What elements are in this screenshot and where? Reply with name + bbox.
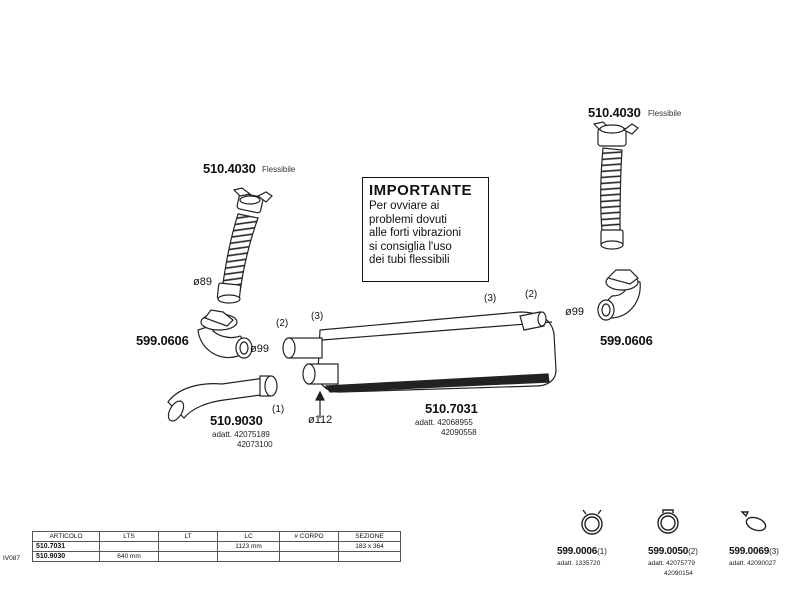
clamp-icon-0006 bbox=[581, 509, 603, 535]
clamp-left-code: 599.0606 bbox=[136, 333, 189, 348]
table-row: 510.9030 640 mm bbox=[32, 551, 401, 562]
clamp-right-code: 599.0606 bbox=[600, 333, 653, 348]
cell bbox=[338, 551, 401, 562]
clamp-code: 599.0050 bbox=[648, 546, 689, 557]
silencer-adatt-2: 42090558 bbox=[441, 428, 477, 437]
silencer-inlet-diameter: ø112 bbox=[308, 414, 333, 426]
flex-right-code: 510.4030 bbox=[588, 105, 641, 120]
clamp-legend-0069: 599.0069(3) adatt. 42090027 bbox=[729, 541, 779, 569]
clamp-ref: (2) bbox=[688, 547, 698, 556]
tailpipe-code: 510.9030 bbox=[210, 413, 263, 428]
tailpipe-ref: (1) bbox=[272, 404, 285, 415]
notice-line: Per ovviare ai bbox=[369, 200, 440, 212]
cell bbox=[158, 551, 218, 562]
clamp-adatt: 42090154 bbox=[664, 570, 693, 577]
clamp-code: 599.0006 bbox=[557, 546, 598, 557]
flex-left-code: 510.4030 bbox=[203, 161, 256, 176]
col-header: LTS bbox=[99, 531, 159, 542]
clamp-ref: (3) bbox=[769, 547, 779, 556]
col-header: # CORPO bbox=[279, 531, 339, 542]
col-header: LC bbox=[217, 531, 280, 542]
cell bbox=[279, 541, 339, 552]
clamp-left-diameter: ø99 bbox=[250, 343, 269, 355]
notice-title: IMPORTANTE bbox=[369, 182, 473, 199]
clamp-legend-0006: 599.0006(1) adatt. 1335720 bbox=[557, 541, 607, 569]
clamp-left-drawing bbox=[197, 309, 253, 359]
flex-left-desc: Flessibile bbox=[262, 165, 296, 174]
cell: 1123 mm bbox=[217, 541, 280, 552]
col-header: SEZIONE bbox=[338, 531, 401, 542]
cell: 510.7031 bbox=[32, 541, 100, 552]
clamp-legend-0050: 599.0050(2) adatt. 42075779 42090154 bbox=[648, 541, 698, 579]
spec-table: ARTICOLO LTS LT LC # CORPO SEZIONE 510.7… bbox=[32, 531, 401, 562]
cell bbox=[217, 551, 280, 562]
table-row: 510.7031 1123 mm 183 x 364 bbox=[32, 541, 401, 552]
clamp-adatt: adatt. 1335720 bbox=[557, 560, 601, 567]
clamp-right-drawing bbox=[597, 269, 641, 321]
col-header: ARTICOLO bbox=[32, 531, 100, 542]
cell: 640 mm bbox=[99, 551, 159, 562]
silencer-code: 510.7031 bbox=[425, 401, 478, 416]
table-header-row: ARTICOLO LTS LT LC # CORPO SEZIONE bbox=[32, 531, 401, 542]
notice-line: si consiglia l'uso bbox=[369, 240, 452, 253]
flexible-pipe-right bbox=[592, 121, 639, 250]
important-notice: IMPORTANTE Per ovviare ai problemi dovut… bbox=[362, 177, 489, 282]
flex-left-diameter: ø89 bbox=[193, 276, 212, 288]
clamp-icon-0050 bbox=[657, 509, 679, 534]
flex-right-diameter: ø99 bbox=[565, 306, 584, 318]
callout-2-right: (2) bbox=[525, 289, 538, 300]
col-header: LT bbox=[158, 531, 218, 542]
tailpipe-adatt-1: adatt. 42075189 bbox=[212, 430, 270, 439]
clamp-ref: (1) bbox=[597, 547, 607, 556]
flex-right-desc: Flessibile bbox=[648, 109, 682, 118]
notice-line: dei tubi flessibili bbox=[369, 254, 450, 266]
tailpipe-drawing bbox=[167, 375, 278, 422]
table-side-label: IV087 bbox=[3, 555, 20, 562]
notice-line: alle forti vibrazioni bbox=[369, 227, 462, 239]
tailpipe-adatt-2: 42073100 bbox=[237, 440, 273, 449]
cell bbox=[158, 541, 218, 552]
clamp-code: 599.0069 bbox=[729, 546, 770, 557]
clamp-icon-0069 bbox=[740, 511, 767, 532]
clamp-adatt: adatt. 42090027 bbox=[729, 560, 776, 567]
notice-line: problemi dovuti bbox=[369, 213, 447, 226]
cell: 510.9030 bbox=[32, 551, 100, 562]
clamp-adatt: adatt. 42075779 bbox=[648, 560, 695, 567]
cell: 183 x 364 bbox=[338, 541, 401, 552]
flexible-pipe-left bbox=[216, 187, 273, 304]
callout-3-right: (3) bbox=[484, 293, 497, 304]
silencer-adatt-1: adatt. 42068955 bbox=[415, 418, 473, 427]
cell bbox=[279, 551, 339, 562]
callout-3-left: (3) bbox=[311, 311, 324, 322]
silencer-drawing bbox=[282, 311, 557, 418]
cell bbox=[99, 541, 159, 552]
callout-2-left: (2) bbox=[276, 318, 289, 329]
